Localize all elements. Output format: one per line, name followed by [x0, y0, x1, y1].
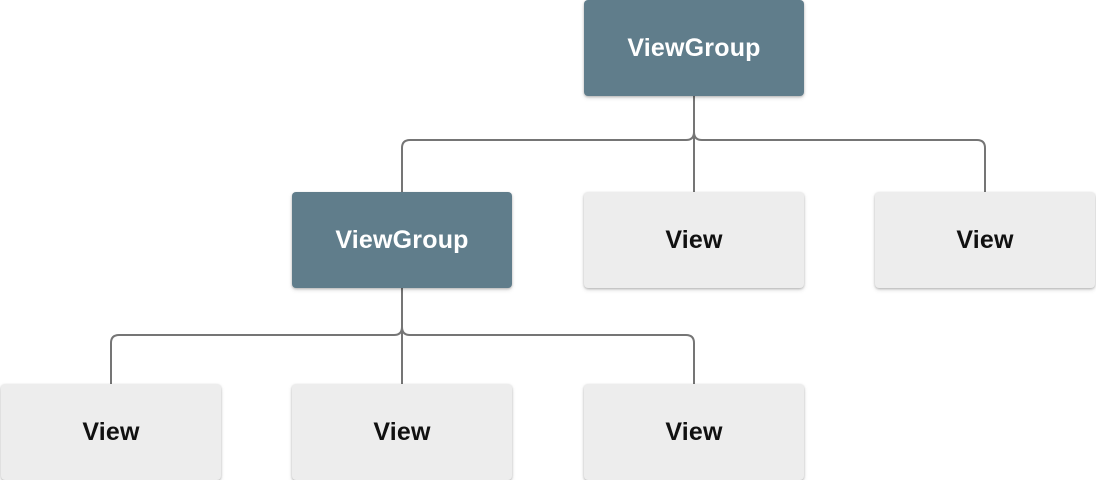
node-view-child-right: View: [875, 192, 1095, 288]
node-label: View: [82, 417, 140, 446]
edge-root-child1: [401, 96, 695, 192]
node-view-grandchild-left: View: [1, 384, 221, 480]
edge-child1-grandchild1: [110, 288, 403, 384]
node-view-grandchild-right: View: [584, 384, 804, 480]
node-label: ViewGroup: [627, 33, 761, 62]
edge-root-child3: [693, 96, 986, 192]
node-label: View: [956, 225, 1014, 254]
node-label: ViewGroup: [335, 225, 469, 254]
node-view-child-middle: View: [584, 192, 804, 288]
node-viewgroup-root: ViewGroup: [584, 0, 804, 96]
node-label: View: [373, 417, 431, 446]
edge-child1-grandchild3: [401, 288, 695, 384]
node-label: View: [665, 417, 723, 446]
node-view-grandchild-middle: View: [292, 384, 512, 480]
node-label: View: [665, 225, 723, 254]
node-viewgroup-child: ViewGroup: [292, 192, 512, 288]
